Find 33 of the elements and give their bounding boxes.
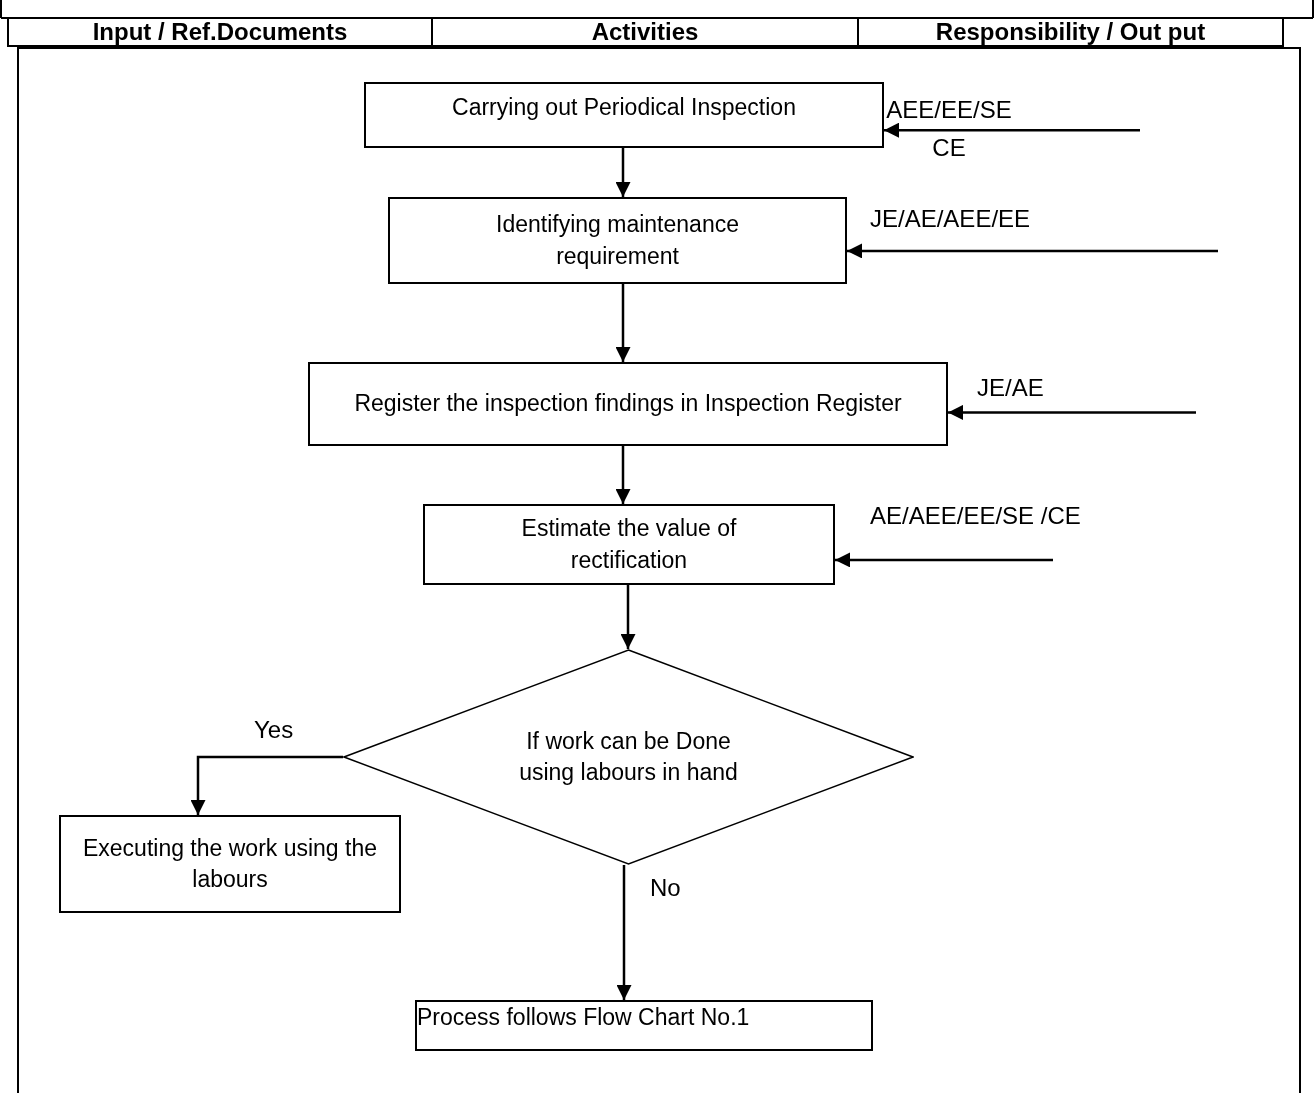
arrow — [847, 243, 1218, 259]
step-text: Executing the work using the labours — [81, 833, 379, 894]
arrow — [835, 552, 1053, 568]
process-box — [415, 1000, 873, 1051]
edge-label: AE/AEE/EE/SE /CE — [870, 502, 1081, 530]
process-box — [308, 362, 948, 446]
step-text: Identifying maintenance requirement — [495, 210, 740, 271]
decision-text: If work can be Done using labours in hand — [518, 726, 739, 787]
arrow — [616, 865, 632, 1000]
step-text: Register the inspection findings in Inspection Register — [354, 389, 902, 419]
arrow — [615, 148, 631, 197]
edge-label: JE/AE/AEE/EE — [870, 205, 1031, 233]
column-header: Input / Ref.Documents — [91, 18, 349, 45]
step-text: Process follows Flow Chart No.1 — [417, 1003, 750, 1032]
column-header: Responsibility / Out put — [934, 18, 1207, 45]
process-box — [364, 82, 884, 148]
edge-label: AEE/EE/SE CE — [885, 95, 1013, 163]
arrow — [190, 755, 343, 815]
step-text: Carrying out Periodical Inspection — [452, 93, 796, 122]
arrow — [615, 446, 631, 504]
arrow — [620, 585, 636, 649]
edge-label: No — [650, 874, 681, 902]
column-header: Activities — [590, 18, 700, 45]
process-box — [423, 504, 835, 585]
edge-label: JE/AE — [977, 374, 1044, 402]
arrow — [948, 404, 1196, 420]
arrow — [615, 284, 631, 362]
edge-label: Yes — [254, 716, 294, 744]
process-box — [59, 815, 401, 913]
process-box — [388, 197, 847, 284]
step-text: Estimate the value of rectification — [520, 514, 738, 575]
decision-diamond — [343, 649, 914, 865]
arrow — [884, 122, 1140, 138]
